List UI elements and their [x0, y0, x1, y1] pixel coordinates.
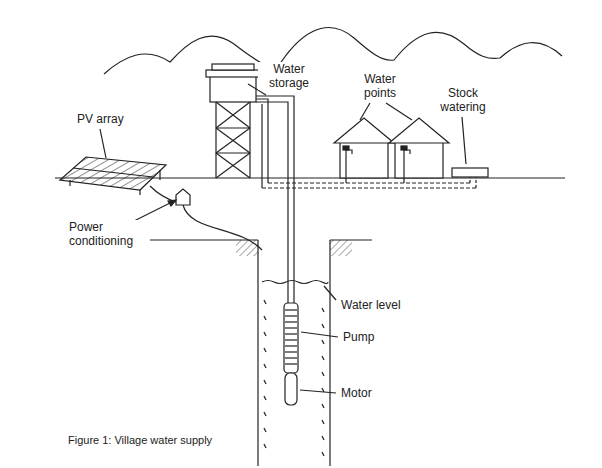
- pv-array: [139, 190, 140, 195]
- water-marks: [264, 396, 266, 400]
- water-tower: [216, 102, 250, 128]
- water-marks: [322, 308, 324, 312]
- pv-array: [73, 168, 153, 177]
- water-marks: [264, 380, 266, 384]
- buried-pipe: [262, 187, 476, 188]
- pump-ribs: [285, 315, 297, 316]
- buried-pipe: [268, 182, 470, 183]
- pv-array: [159, 170, 160, 180]
- water-point-house: [345, 150, 346, 183]
- pipe: [256, 102, 288, 303]
- pump-ribs: [285, 357, 297, 358]
- water-marks: [264, 316, 266, 320]
- water-marks: [322, 340, 324, 344]
- part-label: Power conditioning: [68, 220, 150, 248]
- water-tower: [212, 64, 254, 70]
- part-label: Stock watering: [430, 86, 496, 114]
- water-point-house: [343, 146, 349, 150]
- water-tower: [216, 128, 250, 153]
- leader-line: [324, 286, 336, 300]
- pump-ribs: [285, 363, 297, 364]
- well-wall: [257, 240, 258, 466]
- pv-array: [60, 157, 166, 190]
- well-wall: [329, 240, 330, 466]
- pump: [284, 303, 298, 373]
- buried-pipe: [475, 176, 476, 188]
- pump-ribs: [285, 339, 297, 340]
- pump-ribs: [285, 345, 297, 346]
- water-tower: [249, 102, 250, 178]
- water-point-house: [334, 118, 394, 183]
- leader-line: [386, 103, 412, 120]
- water-marks: [322, 436, 324, 440]
- water-marks: [322, 324, 324, 328]
- part-label: Motor: [340, 386, 402, 400]
- water-marks: [264, 300, 324, 456]
- water-tower: [210, 76, 256, 102]
- part-label: Water storage: [258, 62, 320, 90]
- water-marks: [264, 332, 266, 336]
- pv-array: [60, 157, 166, 195]
- pump-ribs: [285, 309, 297, 310]
- leader-line: [462, 117, 466, 164]
- water-point-house: [389, 118, 449, 143]
- water-tower: [216, 153, 250, 178]
- pump-ribs: [285, 310, 297, 364]
- soil-hatching: [330, 240, 352, 256]
- water-tower: [216, 102, 250, 128]
- water-marks: [322, 372, 324, 376]
- cable: [150, 186, 176, 202]
- water-marks: [264, 348, 266, 352]
- pump-ribs: [285, 327, 297, 328]
- water-marks: [322, 420, 324, 424]
- mountains: [104, 28, 562, 74]
- water-marks: [264, 428, 266, 432]
- water-tower: [216, 153, 250, 178]
- water-marks: [322, 356, 324, 360]
- illustration: [55, 28, 565, 466]
- water-tower: [216, 152, 250, 153]
- water-surface: [262, 281, 328, 284]
- water-marks: [322, 452, 324, 456]
- water-marks: [322, 404, 324, 408]
- water-tower: [206, 70, 260, 77]
- water-point-house: [389, 118, 449, 183]
- soil-hatching: [236, 240, 258, 256]
- leader-line: [300, 390, 336, 393]
- pipe: [256, 96, 294, 303]
- water-point-house: [346, 150, 352, 154]
- water-tower: [206, 64, 260, 178]
- part-label: Pump: [342, 330, 404, 344]
- leader-line: [301, 332, 338, 337]
- leader-line: [100, 129, 106, 158]
- water-point-house: [403, 150, 404, 183]
- water-marks: [264, 300, 266, 304]
- water-point-house: [404, 150, 410, 154]
- pump-ribs: [285, 321, 297, 322]
- pv-array: [69, 180, 70, 186]
- water-tower: [215, 102, 216, 178]
- water-marks: [264, 444, 266, 448]
- water-marks: [264, 364, 266, 368]
- water-point-house: [395, 140, 443, 178]
- water-tower: [216, 127, 250, 128]
- power-conditioning-unit: [176, 189, 190, 205]
- water-point-house: [340, 140, 388, 178]
- pipe: [261, 104, 262, 188]
- part-label: Water points: [354, 72, 406, 100]
- arrow-head: [168, 200, 176, 206]
- motor: [285, 373, 297, 405]
- part-label: PV array: [76, 112, 148, 126]
- pump-ribs: [285, 351, 297, 352]
- leader-line: [360, 103, 370, 120]
- water-point-house: [334, 118, 394, 143]
- water-tower: [216, 128, 250, 153]
- water-point-house: [401, 146, 407, 150]
- water-marks: [264, 412, 266, 416]
- pump-ribs: [285, 333, 297, 334]
- stock-trough: [452, 168, 488, 177]
- figure-caption: Figure 1: Village water supply: [68, 434, 212, 447]
- part-label: Water level: [340, 298, 432, 312]
